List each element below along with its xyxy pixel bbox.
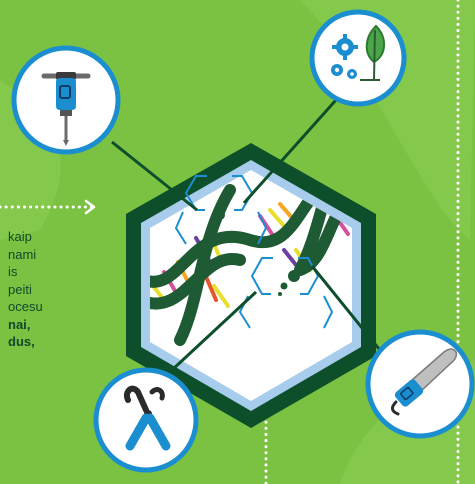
gears-leaf-tool	[312, 12, 404, 104]
text-line: is	[8, 263, 126, 281]
partial-paragraph: kaip nami is peiti ocesu nai, dus,	[8, 228, 126, 351]
text-line-bold: nai,	[8, 316, 126, 334]
jackhammer-tool	[14, 48, 118, 152]
tool-circle	[312, 12, 404, 104]
text-line: ocesu	[8, 298, 126, 316]
pliers-tool	[96, 370, 196, 470]
text-line-bold: dus,	[8, 333, 126, 351]
text-line: peiti	[8, 281, 126, 299]
chainsaw-tool	[368, 332, 472, 436]
text-line: kaip	[8, 228, 126, 246]
text-line: nami	[8, 246, 126, 264]
